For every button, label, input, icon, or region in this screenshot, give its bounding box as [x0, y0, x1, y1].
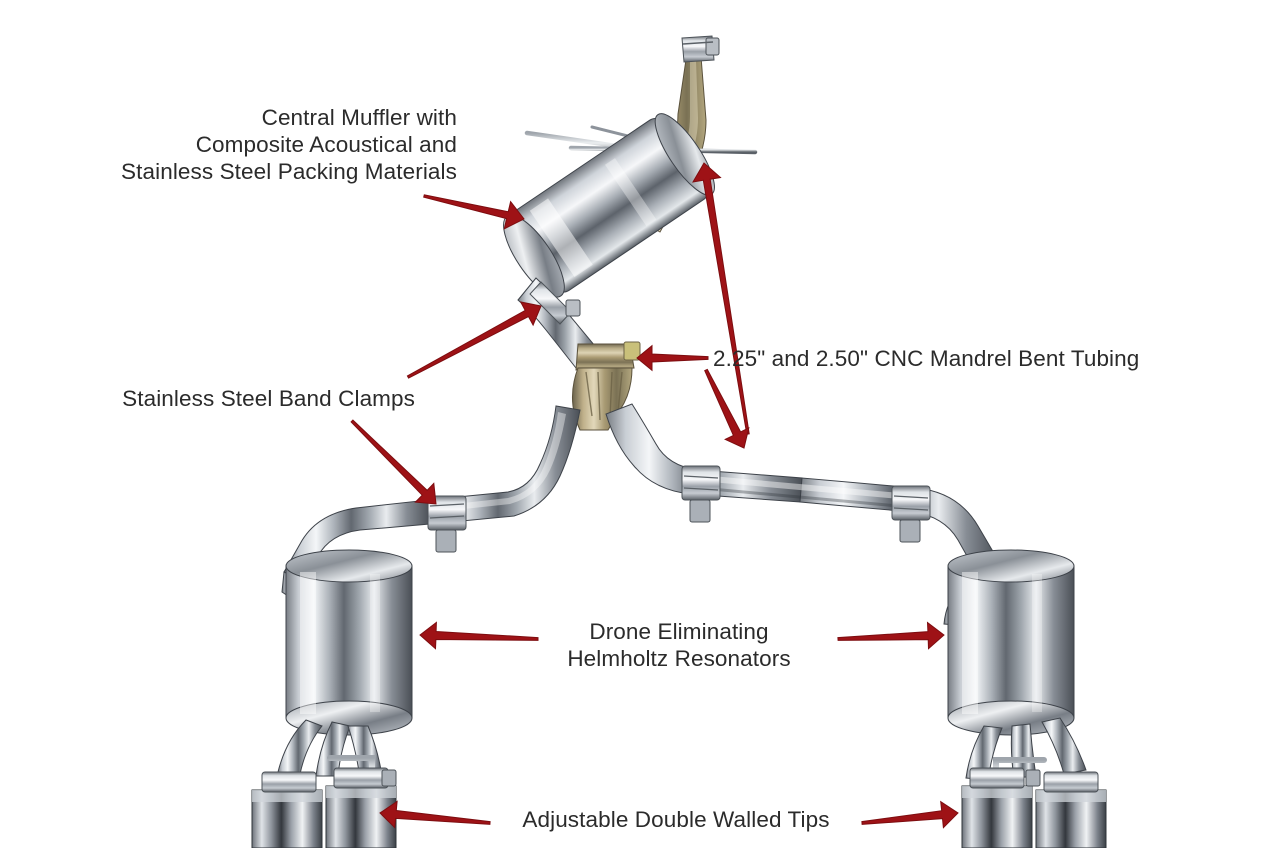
- right-double-walled-tips: [961, 767, 1107, 848]
- central-muffler-body: [503, 113, 715, 298]
- band-clamp-mid-run: [681, 465, 721, 523]
- inlet-band-clamp: [681, 35, 720, 63]
- label-cnc-mandrel-bent-tubing: 2.25" and 2.50" CNC Mandrel Bent Tubing: [713, 346, 1140, 371]
- band-clamp-left-run: [427, 495, 467, 553]
- label-central-muffler: Central Muffler with Composite Acoustica…: [121, 105, 457, 184]
- left-double-walled-tips: [251, 767, 397, 848]
- label-adjustable-double-walled-tips: Adjustable Double Walled Tips: [522, 807, 830, 832]
- y-pipe-junction: [571, 341, 641, 431]
- right-helmholtz-resonator: [947, 549, 1075, 736]
- left-helmholtz-resonator: [285, 549, 413, 736]
- band-clamp-right-run: [891, 485, 931, 543]
- label-drone-eliminating-helmholtz-resonators: Drone Eliminating Helmholtz Resonators: [567, 619, 791, 671]
- muffler-outlet-clamp: [529, 281, 581, 325]
- right-mandrel-pipe: [605, 403, 999, 573]
- label-stainless-steel-band-clamps: Stainless Steel Band Clamps: [122, 386, 415, 411]
- right-resonator-outlet-pipes: [965, 717, 1087, 781]
